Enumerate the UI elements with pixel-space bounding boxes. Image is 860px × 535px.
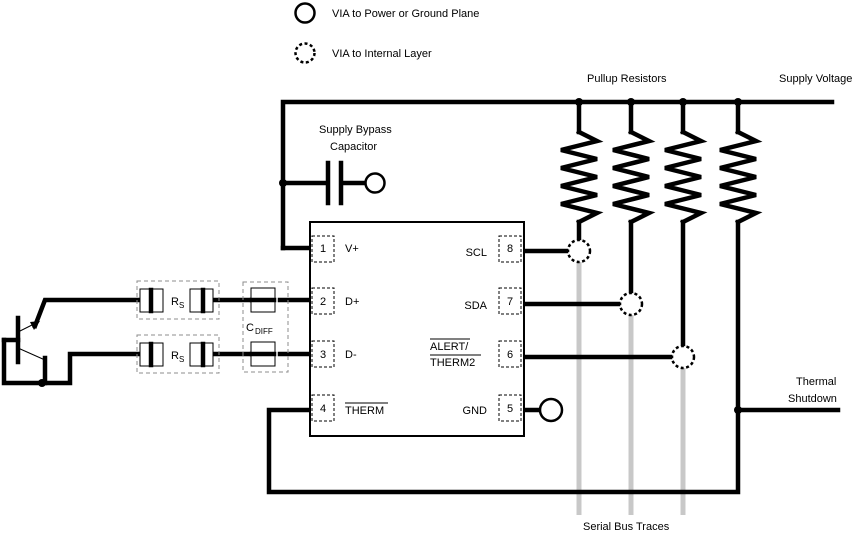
ic-pin-4-name: THERM (345, 405, 384, 417)
junction-dot (679, 98, 687, 106)
pullup-resistors-label: Pullup Resistors (587, 73, 667, 85)
pullup-resistor-2 (612, 128, 656, 226)
thermal-shutdown-label-line2: Shutdown (788, 393, 837, 405)
junction-dot (38, 379, 46, 387)
ic-chip: 1 V+ 2 D+ 3 D- 4 THERM 8 SCL 7 SDA 6 ALE… (309, 221, 525, 437)
cdiff-outline (242, 281, 289, 373)
ic-pin-3-name: D- (345, 349, 357, 361)
pullup-resistors (560, 128, 763, 226)
series-resistor-bottom: RS (136, 334, 220, 374)
bypass-capacitor (325, 160, 386, 206)
dminus-base-wire (1, 337, 143, 386)
ic-body (309, 221, 525, 437)
ic-pin-5-pad (498, 394, 522, 422)
ic-pin-8-name: SCL (466, 247, 487, 259)
ic-pin-7-pad (498, 287, 522, 315)
ic-pin-6-pad (498, 340, 522, 368)
scl-internal-via-icon (566, 238, 592, 264)
bypass-cap-via-icon (364, 172, 386, 194)
ic-pin-3-number: 3 (320, 349, 326, 361)
ic-pin-1-name: V+ (345, 243, 359, 255)
ic-pin-1-pad (311, 235, 335, 263)
gnd-plane-via-icon (538, 397, 564, 423)
ic-pin-5-name: GND (463, 405, 488, 417)
legend-dashed-via-label: VIA to Internal Layer (332, 48, 432, 60)
transistor-emitter-arrow-icon (30, 321, 40, 330)
ic-pin-4-pad (311, 394, 335, 422)
ic-pin-1-number: 1 (320, 243, 326, 255)
rs-top-outline (136, 280, 220, 320)
pullup-resistor-4 (719, 128, 763, 226)
supply-bypass-label-line1: Supply Bypass (319, 124, 392, 136)
ic-pin-6-name-line2: THERM2 (430, 357, 475, 369)
junction-dot (734, 406, 742, 414)
legend-solid-via-label: VIA to Power or Ground Plane (332, 8, 479, 20)
ic-pin-5-number: 5 (507, 403, 513, 415)
rs-bottom-outline (136, 334, 220, 374)
supply-voltage-label: Supply Voltage (779, 73, 852, 85)
sda-internal-via-icon (618, 291, 644, 317)
junction-dot (575, 98, 583, 106)
thermal-shutdown-label-line1: Thermal (796, 376, 836, 388)
legend: VIA to Power or Ground Plane VIA to Inte… (294, 2, 479, 64)
transistor-symbol (1, 315, 46, 365)
ic-pin-2-number: 2 (320, 296, 326, 308)
ic-pin-4-number: 4 (320, 403, 326, 415)
series-resistor-top: RS (136, 280, 220, 320)
cdiff-capacitor: CDIFF (242, 281, 289, 373)
pullup-resistor-1 (560, 128, 604, 226)
legend-dashed-via-icon (294, 42, 316, 64)
annotations: Pullup Resistors Supply Voltage Supply B… (319, 73, 852, 533)
ic-pin-6-number: 6 (507, 349, 513, 361)
ic-pin-7-number: 7 (507, 296, 513, 308)
supply-bypass-label-line2: Capacitor (330, 141, 377, 153)
wiring (1, 99, 841, 495)
ic-pin-7-name: SDA (464, 300, 487, 312)
rs-top-label: RS (171, 296, 184, 310)
pullup-resistor-3 (664, 128, 708, 226)
ic-pin-2-name: D+ (345, 296, 359, 308)
ic-pin-8-number: 8 (507, 243, 513, 255)
ic-pin-3-pad (311, 340, 335, 368)
alert-internal-via-icon (670, 344, 696, 370)
dplus-emitter-wire (32, 297, 143, 329)
junction-dot (734, 98, 742, 106)
signal-vias (538, 238, 696, 423)
ic-pin-2-pad (311, 287, 335, 315)
ic-pin-8-pad (498, 235, 522, 263)
legend-solid-via-icon (294, 2, 316, 24)
thermal-shutdown-wire (266, 219, 741, 495)
junction-dot (279, 179, 287, 187)
ic-pin-6-name-line1: ALERT/ (430, 341, 469, 353)
serial-bus-traces-label: Serial Bus Traces (583, 521, 670, 533)
cdiff-label: CDIFF (246, 322, 273, 336)
junctions (38, 98, 742, 414)
junction-dot (627, 98, 635, 106)
supply-rail-wire (280, 99, 835, 251)
transistor-collector-leg (17, 347, 46, 361)
rs-bottom-label: RS (171, 350, 184, 364)
